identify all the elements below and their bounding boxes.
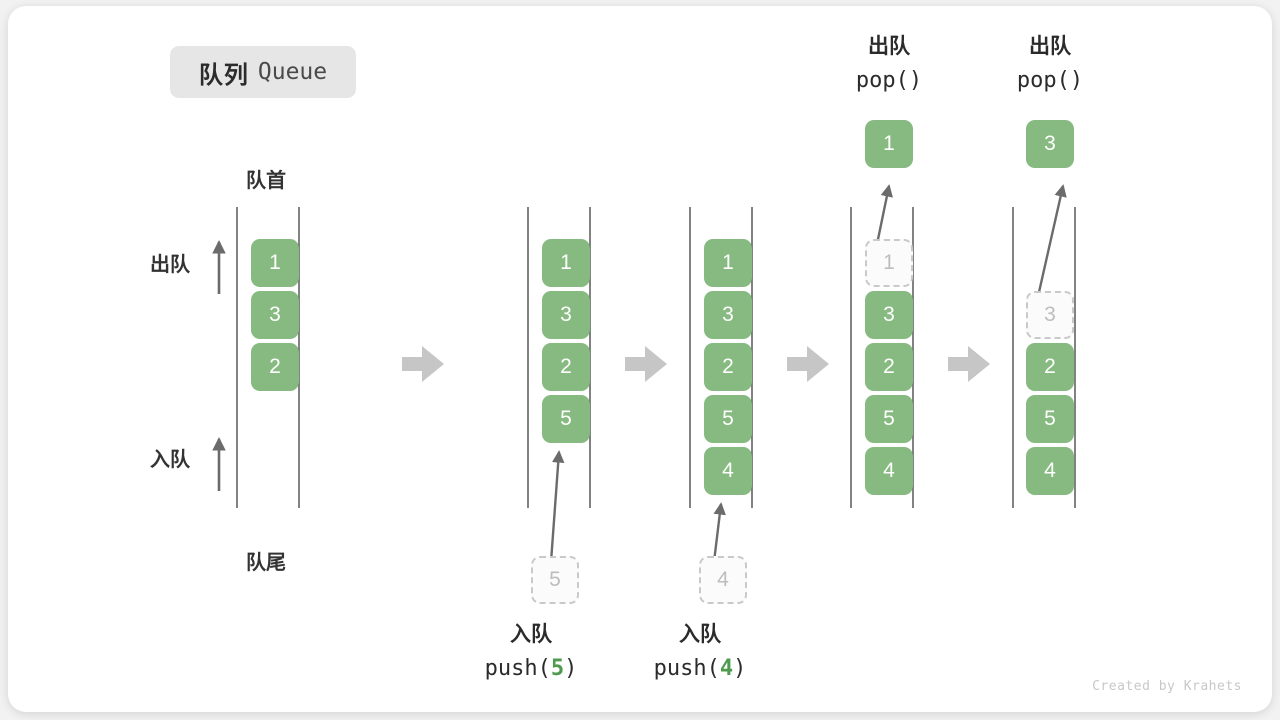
push-5-code-suffix: ): [564, 656, 578, 681]
diagram-stage: 队列 Queue: [8, 6, 1272, 712]
push-4-caption-cn: 入队: [679, 623, 721, 646]
cell-value: 1: [542, 239, 590, 287]
push-4-arrow: [712, 502, 726, 563]
cell-value: 3: [251, 291, 299, 339]
credit-text: Created by Krahets: [1092, 679, 1242, 694]
cell-value: 4: [1026, 447, 1074, 495]
push-5-ghost-cell: 5: [531, 556, 579, 604]
motion-arrows: [549, 184, 1067, 563]
push-5-caption: 入队 push(5): [455, 618, 607, 686]
pop-3-arrow: [1035, 184, 1067, 302]
cell-value: 2: [542, 343, 590, 391]
cell-value: 2: [251, 343, 299, 391]
push-5-caption-cn: 入队: [510, 623, 552, 646]
pop-3-caption-code: pop(): [1016, 68, 1084, 93]
queue-rear-label: 队尾: [246, 552, 286, 574]
cell-value: 1: [704, 239, 752, 287]
cell-value: 1: [251, 239, 299, 287]
cell-value: 5: [1026, 395, 1074, 443]
push-5-code-prefix: push(: [484, 656, 551, 681]
pop-1-caption-code: pop(): [855, 68, 923, 93]
pop-1-arrow: [874, 184, 893, 250]
push-5-arrow: [549, 450, 565, 563]
cell-value: 3: [542, 291, 590, 339]
pop-1-caption: 出队 pop(): [813, 30, 965, 98]
step-arrow-3: [787, 346, 829, 382]
push-4-ghost-cell: 4: [699, 556, 747, 604]
push-4-code-suffix: ): [733, 656, 747, 681]
enqueue-label: 入队: [150, 449, 190, 471]
step-arrow-2: [625, 346, 667, 382]
diagram-title-chip: 队列 Queue: [170, 46, 356, 98]
push-4-caption-code: push(4): [624, 652, 776, 686]
cell-value: 2: [1026, 343, 1074, 391]
queue-front-label: 队首: [246, 170, 286, 192]
diagram-card: 队列 Queue: [8, 6, 1272, 712]
step-arrows: [402, 346, 990, 382]
dequeue-label: 出队: [150, 254, 190, 276]
pop-3-result-cell: 3: [1026, 120, 1074, 168]
cell-value: 5: [865, 395, 913, 443]
push-4-code-value: 4: [719, 656, 734, 681]
title-chinese: 队列: [198, 61, 249, 89]
cell-value: 4: [704, 447, 752, 495]
push-5-caption-code: push(5): [455, 652, 607, 686]
cell-value: 5: [704, 395, 752, 443]
cell-value: 3: [704, 291, 752, 339]
pop-3-caption-cn: 出队: [1029, 35, 1071, 58]
pop-1-caption-cn: 出队: [868, 35, 910, 58]
cell-value: 4: [865, 447, 913, 495]
cell-value: 2: [865, 343, 913, 391]
title-english: Queue: [257, 59, 328, 85]
queue-rails: [236, 207, 1076, 508]
push-4-code-prefix: push(: [653, 656, 720, 681]
pop-3-caption: 出队 pop(): [974, 30, 1126, 98]
pop-1-result-cell: 1: [865, 120, 913, 168]
diagram-vectors: [212, 184, 1076, 563]
push-4-caption: 入队 push(4): [624, 618, 776, 686]
cell-ghost-value: 1: [865, 239, 913, 287]
cell-value: 2: [704, 343, 752, 391]
step-arrow-4: [948, 346, 990, 382]
cell-value: 5: [542, 395, 590, 443]
cell-value: 3: [865, 291, 913, 339]
cell-ghost-value: 3: [1026, 291, 1074, 339]
push-5-code-value: 5: [550, 656, 565, 681]
step-arrow-1: [402, 346, 444, 382]
